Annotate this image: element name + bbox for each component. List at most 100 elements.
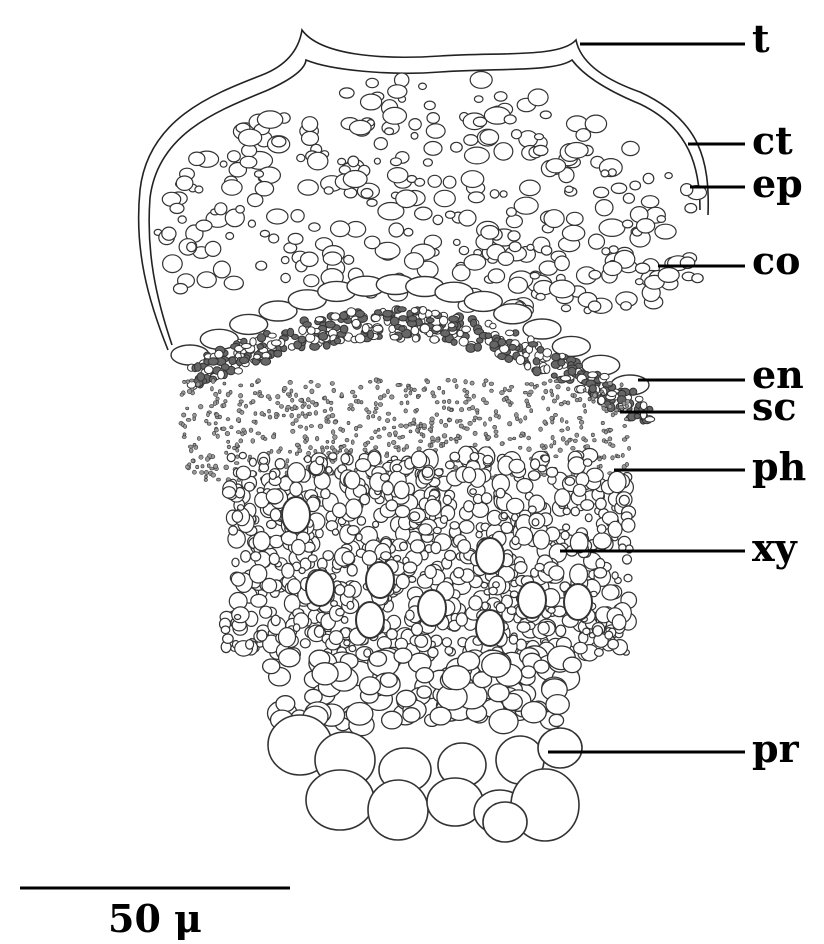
phloem-cell	[325, 446, 329, 449]
phloem-cell	[464, 380, 468, 384]
cortex-cell	[555, 256, 570, 271]
cortex-cell	[623, 220, 633, 228]
phloem-cell	[466, 390, 469, 394]
phloem-cell	[464, 401, 469, 405]
cortex-cell	[361, 94, 382, 110]
phloem-cell	[599, 464, 602, 468]
xylem-cell	[512, 536, 519, 544]
phloem-cell	[222, 403, 226, 407]
sclerenchyma-cell	[634, 414, 640, 419]
phloem-cell	[266, 395, 270, 399]
phloem-cell	[442, 390, 445, 394]
phloem-cell	[339, 446, 343, 449]
cortex-cell	[546, 159, 566, 173]
sclerenchyma-cell	[347, 308, 356, 317]
cortex-cell	[630, 181, 641, 190]
cortex-cell	[222, 180, 242, 195]
phloem-cell	[578, 397, 582, 401]
cortex-cell	[507, 208, 517, 217]
phloem-cell	[230, 426, 233, 429]
sclerenchyma-cell	[451, 339, 457, 345]
xylem-vessel	[366, 562, 394, 598]
phloem-cell	[276, 394, 280, 399]
phloem-cell	[605, 410, 608, 413]
phloem-cell	[226, 418, 230, 421]
phloem-cell	[519, 434, 523, 437]
phloem-cell	[193, 443, 196, 446]
phloem-cell	[378, 403, 383, 407]
xylem-cell	[269, 553, 279, 564]
sclerenchyma-cell	[408, 316, 417, 321]
phloem-cell	[542, 396, 545, 400]
cortex-cell	[388, 168, 408, 183]
phloem-cell	[295, 452, 298, 456]
xylem-cell	[622, 519, 635, 533]
xylem-vessel	[306, 570, 334, 606]
phloem-cell	[527, 393, 531, 396]
xylem-cell	[446, 461, 455, 469]
phloem-cell	[196, 382, 200, 387]
phloem-cell	[327, 420, 330, 424]
phloem-cell	[332, 440, 335, 444]
label-ep: ep	[752, 161, 803, 206]
phloem-cell	[435, 413, 439, 417]
sclerenchyma-cell	[537, 346, 544, 353]
phloem-cell	[214, 422, 217, 425]
sclerenchyma-cell	[528, 342, 538, 347]
label-sc: sc	[752, 384, 797, 429]
cortex-cell	[565, 186, 573, 192]
phloem-cell	[459, 424, 463, 428]
cortex-cell	[473, 117, 486, 126]
xylem-cell	[329, 453, 337, 460]
phloem-cell	[477, 417, 482, 420]
sclerenchyma-cell	[254, 354, 261, 359]
parenchyma-cell	[382, 711, 403, 729]
sclerenchyma-cell	[552, 354, 560, 361]
cortex-cell	[550, 280, 575, 298]
phloem-cell	[544, 389, 548, 394]
phloem-cell	[500, 442, 504, 446]
xylem-cell	[425, 499, 441, 516]
cortex-cell	[255, 171, 264, 178]
cortex-cell	[224, 276, 243, 290]
cortex-cell	[297, 154, 305, 161]
cortex-cell	[527, 244, 534, 250]
xylem-cell	[333, 503, 347, 518]
phloem-cell	[351, 440, 354, 445]
phloem-cell	[470, 381, 474, 385]
xylem-cell	[573, 484, 586, 496]
endodermis-cell	[494, 304, 532, 324]
phloem-cell	[211, 473, 216, 477]
phloem-cell	[584, 439, 588, 442]
xylem-cell	[335, 585, 345, 595]
phloem-cell	[376, 385, 379, 390]
cortex-cell	[162, 227, 176, 240]
sclerenchyma-cell	[352, 319, 360, 327]
xylem-cell	[531, 459, 540, 470]
sclerenchyma-cell	[544, 365, 550, 374]
phloem-cell	[282, 414, 285, 417]
sclerenchyma-cell	[234, 368, 242, 374]
phloem-cell	[377, 435, 382, 438]
sclerenchyma-cell	[588, 372, 598, 378]
cortex-cell	[428, 175, 441, 187]
cortex-cell	[490, 190, 499, 198]
xylem-cell	[229, 526, 238, 535]
phloem-cell	[366, 441, 370, 444]
sclerenchyma-cell	[197, 373, 204, 382]
xylem-cell	[232, 511, 242, 523]
xylem-cell	[612, 615, 626, 630]
phloem-cell	[321, 448, 325, 452]
parenchyma-cell	[380, 673, 397, 687]
phloem-cell	[358, 425, 363, 428]
parenchyma-cell	[312, 663, 338, 685]
label-xy: xy	[752, 525, 798, 570]
cortex-cell	[508, 277, 527, 293]
phloem-cell	[224, 465, 229, 470]
sclerenchyma-cell	[375, 310, 382, 315]
phloem-cell	[259, 395, 263, 398]
phloem-cell	[435, 401, 439, 404]
phloem-cell	[411, 422, 415, 425]
sclerenchyma-cell	[261, 358, 271, 365]
cortex-cell	[481, 226, 499, 240]
